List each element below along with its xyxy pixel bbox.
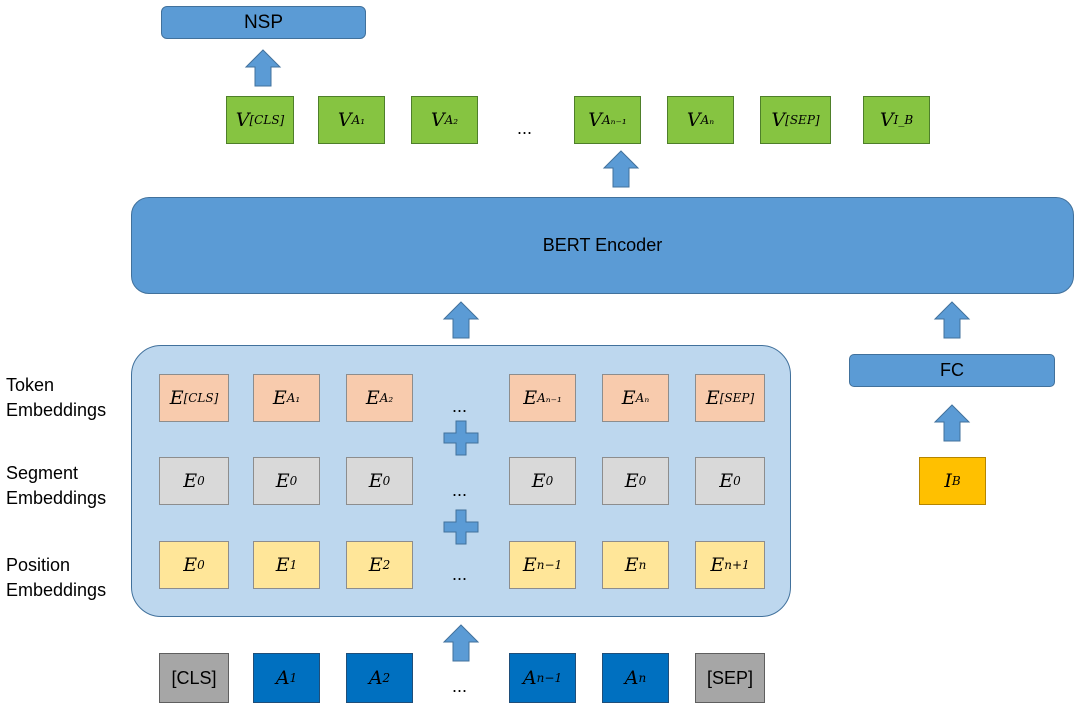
token-embedding-cls: E[CLS] xyxy=(159,374,229,422)
row-label-token: Token Embeddings xyxy=(6,375,107,420)
bert-encoder-label: BERT Encoder xyxy=(542,235,663,255)
up-arrow-icon xyxy=(933,404,971,442)
nsp-box: NSP xyxy=(161,6,366,39)
token-ellipsis: ... xyxy=(452,396,468,416)
embedding-panel xyxy=(131,345,791,617)
segment-ellipsis: ... xyxy=(452,480,468,500)
plus-icon xyxy=(443,509,479,545)
nsp-label: NSP xyxy=(243,11,284,33)
token-embedding-sep: E[SEP] xyxy=(695,374,765,422)
row-label-segment: Segment Embeddings xyxy=(6,463,107,508)
up-arrow-icon xyxy=(442,624,480,662)
up-arrow-icon xyxy=(442,301,480,339)
output-vector-sep: V[SEP] xyxy=(760,96,831,144)
position-ellipsis: ... xyxy=(452,564,468,584)
up-arrow-icon xyxy=(602,150,640,188)
plus-icon xyxy=(443,420,479,456)
output-ellipsis: ... xyxy=(517,118,533,138)
row-label-position: Position Embeddings xyxy=(6,555,107,600)
up-arrow-icon xyxy=(244,49,282,87)
input-token-sep: [SEP] xyxy=(695,653,765,703)
input-token-cls: [CLS] xyxy=(159,653,229,703)
bert-encoder-box: BERT Encoder xyxy=(131,197,1074,294)
input-ellipsis: ... xyxy=(452,676,468,696)
fc-box: FC xyxy=(849,354,1055,387)
output-vector-cls: V[CLS] xyxy=(226,96,294,144)
up-arrow-icon xyxy=(933,301,971,339)
fc-label: FC xyxy=(940,360,964,380)
